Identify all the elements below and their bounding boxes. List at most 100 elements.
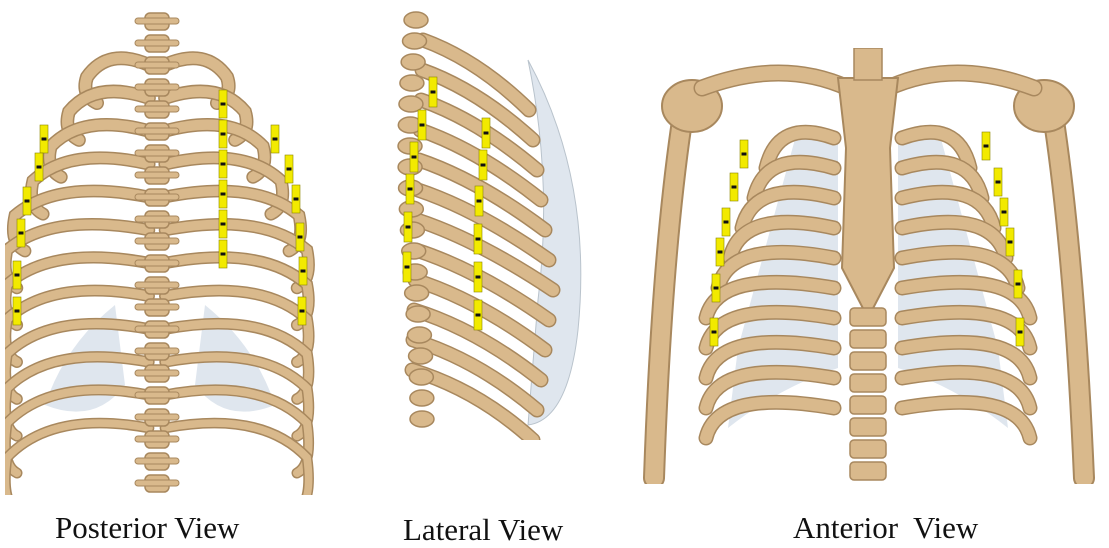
posterior-vertebra-process-8 (135, 172, 179, 178)
posterior-vertebra-process-11 (135, 238, 179, 244)
posterior-marker-left-3-stripe (25, 200, 30, 203)
lateral-view-illustration (378, 0, 590, 440)
anterior-marker-right-3-stripe (1002, 211, 1007, 214)
posterior-ribcage-svg (5, 5, 317, 495)
posterior-marker-center-6-stripe (221, 253, 226, 256)
posterior-marker-center-1-stripe (221, 103, 226, 106)
anterior-sternum-spine (838, 48, 898, 480)
posterior-marker-left-6-stripe (15, 310, 20, 313)
anterior-marker-left-5-stripe (714, 287, 719, 290)
lateral-vertebra-15 (406, 306, 430, 322)
anterior-marker-right-1-stripe (984, 145, 989, 148)
anterior-vertebra-1 (850, 308, 886, 326)
lateral-vertebra-20 (410, 411, 434, 427)
posterior-marker-center-3-stripe (221, 163, 226, 166)
lateral-vertebra-2 (403, 33, 427, 49)
posterior-vertebra-process-17 (135, 370, 179, 376)
posterior-vertebra-process-5 (135, 106, 179, 112)
posterior-vertebra-process-21 (135, 458, 179, 464)
anterior-vertebra-2 (850, 330, 886, 348)
sternum (838, 78, 898, 318)
posterior-marker-right-4-stripe (298, 236, 303, 239)
lateral-marker-back-6-stripe (405, 266, 410, 269)
posterior-rib-left-12-outline (5, 423, 149, 495)
lateral-marker-back-2-stripe (420, 124, 425, 127)
lateral-vertebra-17 (409, 348, 433, 364)
anterior-marker-right-5-stripe (1016, 283, 1021, 286)
lateral-vertebra-16 (407, 327, 431, 343)
posterior-marker-center-4-stripe (221, 193, 226, 196)
posterior-marker-center-2-stripe (221, 133, 226, 136)
anterior-marker-left-4-stripe (718, 251, 723, 254)
posterior-marker-right-3-stripe (294, 198, 299, 201)
anterior-marker-right-4-stripe (1008, 241, 1013, 244)
lateral-ribs (398, 12, 581, 440)
posterior-marker-right-6-stripe (300, 310, 305, 313)
lateral-vertebra-14 (405, 285, 429, 301)
posterior-vertebra-process-9 (135, 194, 179, 200)
neck-vertebrae (854, 48, 882, 80)
posterior-vertebra-process-1 (135, 18, 179, 24)
posterior-vertebra-process-3 (135, 62, 179, 68)
posterior-vertebra-process-7 (135, 150, 179, 156)
posterior-vertebra-process-15 (135, 326, 179, 332)
posterior-vertebra-process-4 (135, 84, 179, 90)
lateral-vertebra-3 (401, 54, 425, 70)
posterior-marker-left-1-stripe (42, 138, 47, 141)
anterior-vertebra-4 (850, 374, 886, 392)
lateral-marker-back-4-stripe (408, 188, 413, 191)
lateral-vertebra-4 (400, 75, 424, 91)
posterior-rib-right-12 (165, 423, 309, 495)
posterior-marker-right-1-stripe (273, 138, 278, 141)
anterior-vertebra-8 (850, 462, 886, 480)
posterior-vertebra-process-6 (135, 128, 179, 134)
anterior-vertebra-6 (850, 418, 886, 436)
anterior-marker-left-6-stripe (712, 331, 717, 334)
posterior-vertebra-process-18 (135, 392, 179, 398)
lateral-marker-back-1-stripe (431, 91, 436, 94)
lateral-marker-side-3-stripe (477, 200, 482, 203)
anterior-marker-left-3-stripe (724, 221, 729, 224)
lateral-vertebra-1 (404, 12, 428, 28)
anterior-vertebra-5 (850, 396, 886, 414)
posterior-rib-left-12 (5, 423, 149, 495)
posterior-rib-right-12-outline (165, 423, 309, 495)
posterior-marker-right-5-stripe (301, 270, 306, 273)
anterior-marker-left-2-stripe (732, 186, 737, 189)
lateral-marker-side-2-stripe (481, 164, 486, 167)
anterior-marker-left-1-stripe (742, 153, 747, 156)
posterior-vertebra-process-13 (135, 282, 179, 288)
anterior-vertebra-3 (850, 352, 886, 370)
lateral-vertebra-18 (409, 369, 433, 385)
posterior-vertebra-process-22 (135, 480, 179, 486)
posterior-view-illustration (5, 5, 317, 495)
posterior-vertebra-process-10 (135, 216, 179, 222)
lateral-marker-side-5-stripe (476, 276, 481, 279)
anterior-marker-right-2-stripe (996, 181, 1001, 184)
lateral-marker-back-5-stripe (406, 226, 411, 229)
lateral-ribcage-svg (378, 0, 590, 440)
right-humerus (1052, 108, 1084, 478)
posterior-vertebra-process-2 (135, 40, 179, 46)
lateral-marker-side-4-stripe (476, 238, 481, 241)
lateral-vertebra-19 (410, 390, 434, 406)
posterior-marker-right-2-stripe (287, 168, 292, 171)
anterior-vertebra-7 (850, 440, 886, 458)
posterior-vertebra-process-20 (135, 436, 179, 442)
posterior-marker-left-5-stripe (15, 274, 20, 277)
posterior-spine (135, 13, 179, 492)
anterior-marker-right-6-stripe (1018, 331, 1023, 334)
posterior-vertebra-process-12 (135, 260, 179, 266)
anterior-ribcage-svg (632, 48, 1104, 484)
anterior-view-illustration (632, 48, 1104, 484)
caption-anterior-view: Anterior View (793, 510, 978, 546)
posterior-vertebra-process-16 (135, 348, 179, 354)
posterior-marker-left-2-stripe (37, 166, 42, 169)
posterior-marker-center-5-stripe (221, 223, 226, 226)
lateral-vertebra-5 (399, 96, 423, 112)
posterior-vertebra-process-14 (135, 304, 179, 310)
posterior-marker-left-4-stripe (19, 232, 24, 235)
left-humerus (654, 108, 684, 478)
lateral-marker-back-3-stripe (412, 156, 417, 159)
caption-posterior-view: Posterior View (55, 510, 239, 546)
